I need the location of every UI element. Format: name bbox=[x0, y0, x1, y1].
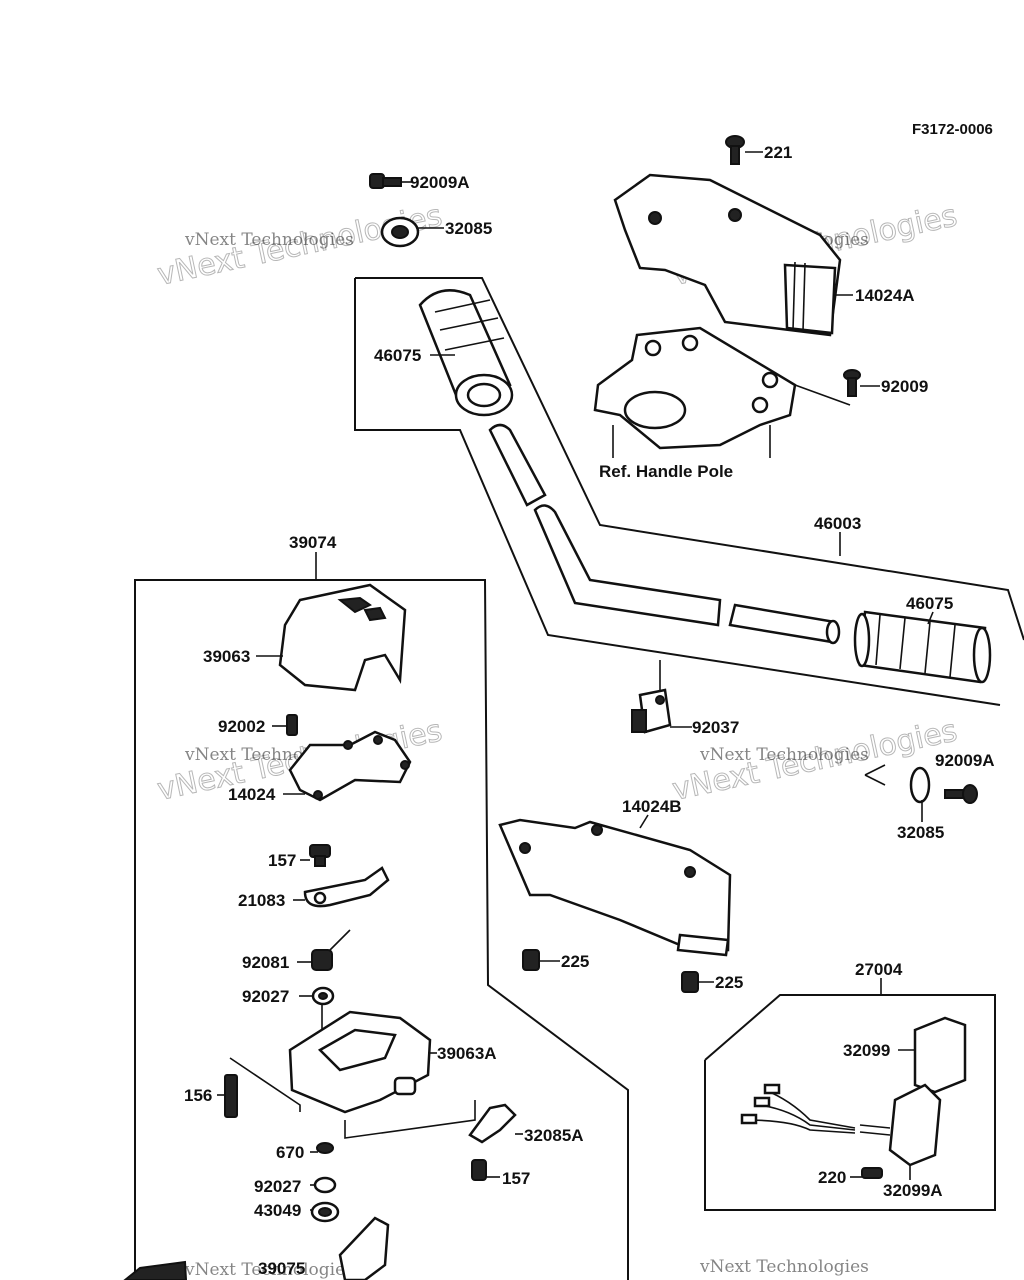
nut-43049 bbox=[310, 1201, 340, 1223]
label-21083: 21083 bbox=[238, 891, 285, 910]
label-92009A-top: 92009A bbox=[410, 173, 470, 192]
bolt-156 bbox=[224, 1074, 238, 1118]
wiring-assembly-frame bbox=[704, 994, 996, 1211]
label-157-a: 157 bbox=[268, 851, 296, 870]
washer-92027-a bbox=[311, 986, 335, 1006]
watermark-small: vNext Technologies bbox=[184, 1260, 354, 1280]
label-32085-top: 32085 bbox=[445, 219, 492, 238]
label-225-a: 225 bbox=[561, 952, 589, 971]
screw-225-b bbox=[681, 971, 699, 993]
watermark-small: vNext Technologies bbox=[184, 230, 354, 250]
diagram-code: F3172-0006 bbox=[912, 121, 993, 138]
watermark-small: vNext Technologies bbox=[699, 745, 869, 765]
leader-lines bbox=[217, 151, 934, 1211]
label-32085A: 32085A bbox=[524, 1126, 584, 1145]
part-labels: 221 92009A 32085 14024A 46075 92009 Ref.… bbox=[184, 143, 995, 1278]
spring-92081 bbox=[311, 929, 351, 971]
handle-pole-plate bbox=[593, 326, 797, 450]
front-arrow bbox=[123, 1260, 188, 1280]
label-92027-b: 92027 bbox=[254, 1177, 301, 1196]
clamp-92037 bbox=[631, 688, 672, 734]
grip-46075-right bbox=[853, 610, 992, 684]
label-46075-left: 46075 bbox=[374, 346, 421, 365]
label-225-b: 225 bbox=[715, 973, 743, 992]
grip-46075-left bbox=[418, 289, 514, 417]
label-32099: 32099 bbox=[843, 1041, 890, 1060]
label-220: 220 bbox=[818, 1168, 846, 1187]
screw-225-a bbox=[522, 949, 540, 971]
label-46075-right: 46075 bbox=[906, 594, 953, 613]
upper-cover-14024A bbox=[613, 173, 842, 337]
watermark-small: vNext Technologies bbox=[699, 1257, 869, 1277]
label-92037: 92037 bbox=[692, 718, 739, 737]
bolt-92009A-right bbox=[909, 766, 978, 804]
label-14024: 14024 bbox=[228, 785, 276, 804]
label-221: 221 bbox=[764, 143, 792, 162]
screw-157-b bbox=[471, 1159, 487, 1181]
watermark-group: vNext Technologies vNext Technologies vN… bbox=[154, 198, 961, 1280]
label-92081: 92081 bbox=[242, 953, 289, 972]
label-32085-right: 32085 bbox=[897, 823, 944, 842]
label-14024B: 14024B bbox=[622, 797, 682, 816]
bolt-92009A-top bbox=[369, 173, 402, 189]
cover-39063 bbox=[278, 583, 407, 692]
label-39075: 39075 bbox=[258, 1259, 305, 1278]
cap-32085-top bbox=[380, 216, 420, 248]
screw-221 bbox=[725, 135, 745, 165]
label-39063: 39063 bbox=[203, 647, 250, 666]
label-ref-handle-pole: Ref. Handle Pole bbox=[599, 462, 733, 481]
switch-27004 bbox=[740, 1016, 967, 1167]
label-27004: 27004 bbox=[855, 960, 903, 979]
label-32099A: 32099A bbox=[883, 1181, 943, 1200]
lower-cover-14024B bbox=[498, 818, 732, 957]
label-14024A: 14024A bbox=[855, 286, 915, 305]
screw-157-a bbox=[309, 844, 331, 867]
label-92009: 92009 bbox=[881, 377, 928, 396]
label-43049: 43049 bbox=[254, 1201, 301, 1220]
label-39074: 39074 bbox=[289, 533, 337, 552]
clip-32085A bbox=[468, 1103, 517, 1144]
bracket-21083 bbox=[303, 866, 390, 908]
label-92027-a: 92027 bbox=[242, 987, 289, 1006]
handlebar-group-frame bbox=[355, 277, 1024, 641]
label-46003: 46003 bbox=[814, 514, 861, 533]
plate-14024 bbox=[288, 730, 412, 802]
label-157-b: 157 bbox=[502, 1169, 530, 1188]
screw-220 bbox=[861, 1167, 883, 1179]
label-92002: 92002 bbox=[218, 717, 265, 736]
lever-39075 bbox=[338, 1216, 390, 1280]
label-156: 156 bbox=[184, 1086, 212, 1105]
label-92009A-right: 92009A bbox=[935, 751, 995, 770]
housing-39063A bbox=[288, 1010, 432, 1114]
label-39063A: 39063A bbox=[437, 1044, 497, 1063]
label-670: 670 bbox=[276, 1143, 304, 1162]
screw-92002 bbox=[286, 714, 298, 736]
switch-assembly-frame bbox=[134, 579, 629, 1280]
handlebar-tube-46003 bbox=[488, 423, 841, 645]
handlebar-group-frame bbox=[354, 278, 1001, 706]
washer-92027-b bbox=[313, 1176, 337, 1194]
oring-670 bbox=[316, 1142, 334, 1154]
bolt-92009 bbox=[843, 369, 861, 397]
